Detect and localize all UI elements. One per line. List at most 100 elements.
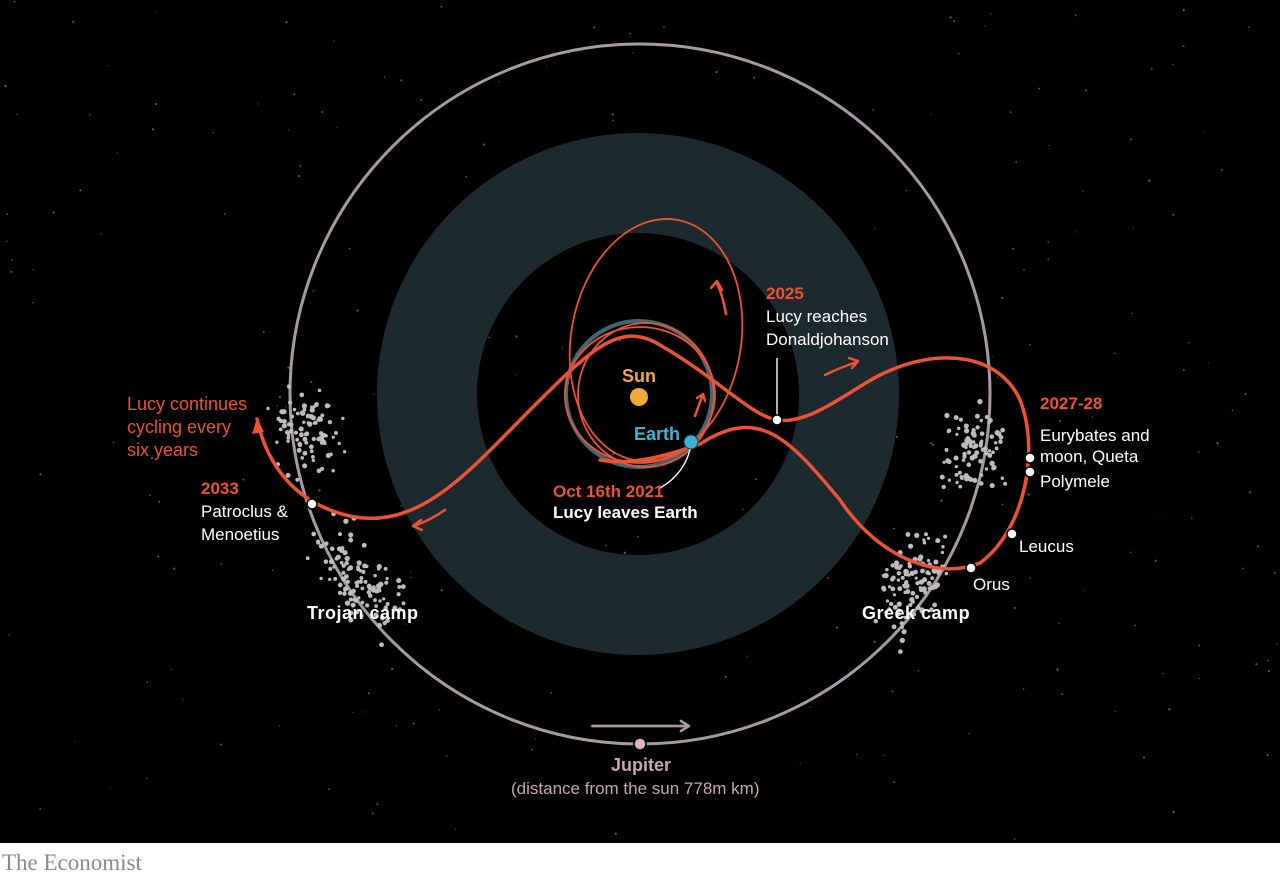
greek-asteroid: [947, 478, 952, 482]
star: [611, 113, 614, 116]
trojan-asteroid: [297, 442, 303, 448]
greek-asteroid: [955, 480, 959, 485]
trojan-asteroid: [311, 455, 315, 459]
trojan-asteroid: [328, 566, 333, 571]
star: [531, 748, 534, 751]
star: [298, 175, 301, 178]
trojan-asteroid: [396, 578, 402, 584]
star: [1198, 677, 1201, 680]
trojan-asteroid: [342, 586, 349, 592]
trojan-asteroid: [328, 577, 332, 582]
star: [6, 240, 8, 242]
star: [1102, 481, 1105, 484]
star: [1207, 362, 1209, 364]
donaldjohanson-line1: Lucy reaches: [766, 307, 868, 326]
star: [276, 536, 279, 539]
trojan-asteroid: [299, 392, 305, 398]
star: [1267, 659, 1270, 662]
star: [52, 211, 55, 214]
greek-asteroid: [972, 477, 978, 483]
trojan-asteroid: [360, 586, 365, 591]
star: [1242, 567, 1245, 570]
star: [984, 25, 986, 27]
trojan-asteroid: [356, 565, 360, 569]
trojan-asteroid: [401, 601, 406, 606]
footer: The Economist: [0, 848, 1280, 879]
trojan-asteroid: [378, 599, 382, 603]
star: [1058, 622, 1060, 625]
greek-asteroid: [901, 629, 907, 635]
trojan-asteroid: [318, 543, 324, 549]
greek-asteroid: [994, 446, 999, 451]
greek-camp-label: Greek camp: [862, 603, 971, 623]
trojan-asteroid: [361, 570, 366, 575]
greek-asteroid: [966, 450, 972, 455]
encounter-points: [306, 414, 1036, 574]
star: [631, 389, 633, 392]
trojan-asteroid: [286, 384, 292, 389]
greek-asteroid: [922, 577, 928, 583]
cycling-line2: cycling every: [127, 417, 232, 437]
greek-asteroid: [971, 440, 976, 444]
star: [1182, 8, 1185, 12]
star: [663, 26, 665, 29]
diagram-canvas: Sun Earth Oct 16th 2021 Lucy leaves Eart…: [0, 0, 1280, 843]
trojan-asteroid: [309, 405, 314, 409]
star: [438, 709, 440, 711]
jupiter-label: Jupiter: [611, 755, 672, 775]
star: [173, 567, 176, 570]
star: [1114, 710, 1116, 713]
greek-asteroid: [929, 607, 934, 612]
star: [257, 103, 260, 105]
star: [1172, 63, 1174, 66]
star: [917, 670, 920, 672]
trojan-asteroid: [329, 452, 333, 457]
greek-asteroid: [989, 434, 995, 439]
star: [420, 98, 423, 101]
trojan-asteroid: [344, 560, 349, 566]
leucus-label: Leucus: [1019, 537, 1074, 556]
star: [498, 81, 500, 83]
greek-asteroid: [909, 597, 915, 603]
donaldjohanson-dot: [771, 414, 783, 426]
greek-asteroid: [931, 568, 937, 574]
star: [352, 711, 354, 713]
greek-asteroid: [972, 445, 976, 450]
greek-asteroid: [915, 605, 921, 611]
greek-asteroid: [974, 450, 980, 456]
star: [170, 668, 172, 671]
star: [1091, 416, 1094, 418]
trojan-asteroid: [307, 421, 313, 427]
trojan-asteroid: [304, 431, 310, 437]
star: [1083, 589, 1085, 591]
greek-asteroid: [984, 414, 990, 420]
greek-asteroid: [989, 483, 995, 489]
patroclus-line2: Menoetius: [201, 525, 280, 544]
star: [400, 79, 403, 82]
star: [1248, 491, 1252, 494]
greek-asteroid: [899, 637, 905, 644]
greek-asteroid: [927, 586, 932, 590]
star: [1132, 227, 1134, 229]
trojan-asteroid: [332, 565, 336, 569]
star: [6, 213, 9, 216]
greek-asteroid: [987, 452, 993, 458]
star: [1182, 369, 1185, 371]
greek-asteroid: [903, 590, 907, 595]
star: [895, 435, 898, 438]
greek-asteroid: [890, 586, 896, 592]
star: [629, 32, 631, 35]
star: [100, 233, 103, 235]
greek-asteroid: [991, 467, 995, 471]
greek-asteroid: [945, 458, 951, 464]
star: [515, 374, 518, 376]
star: [391, 667, 394, 671]
greek-asteroid: [890, 577, 895, 582]
star: [32, 301, 34, 304]
star: [872, 109, 875, 111]
star: [1159, 513, 1161, 515]
greek-asteroid: [957, 470, 962, 475]
star: [1188, 341, 1190, 344]
star: [1154, 559, 1157, 562]
trojan-asteroid: [298, 432, 304, 438]
